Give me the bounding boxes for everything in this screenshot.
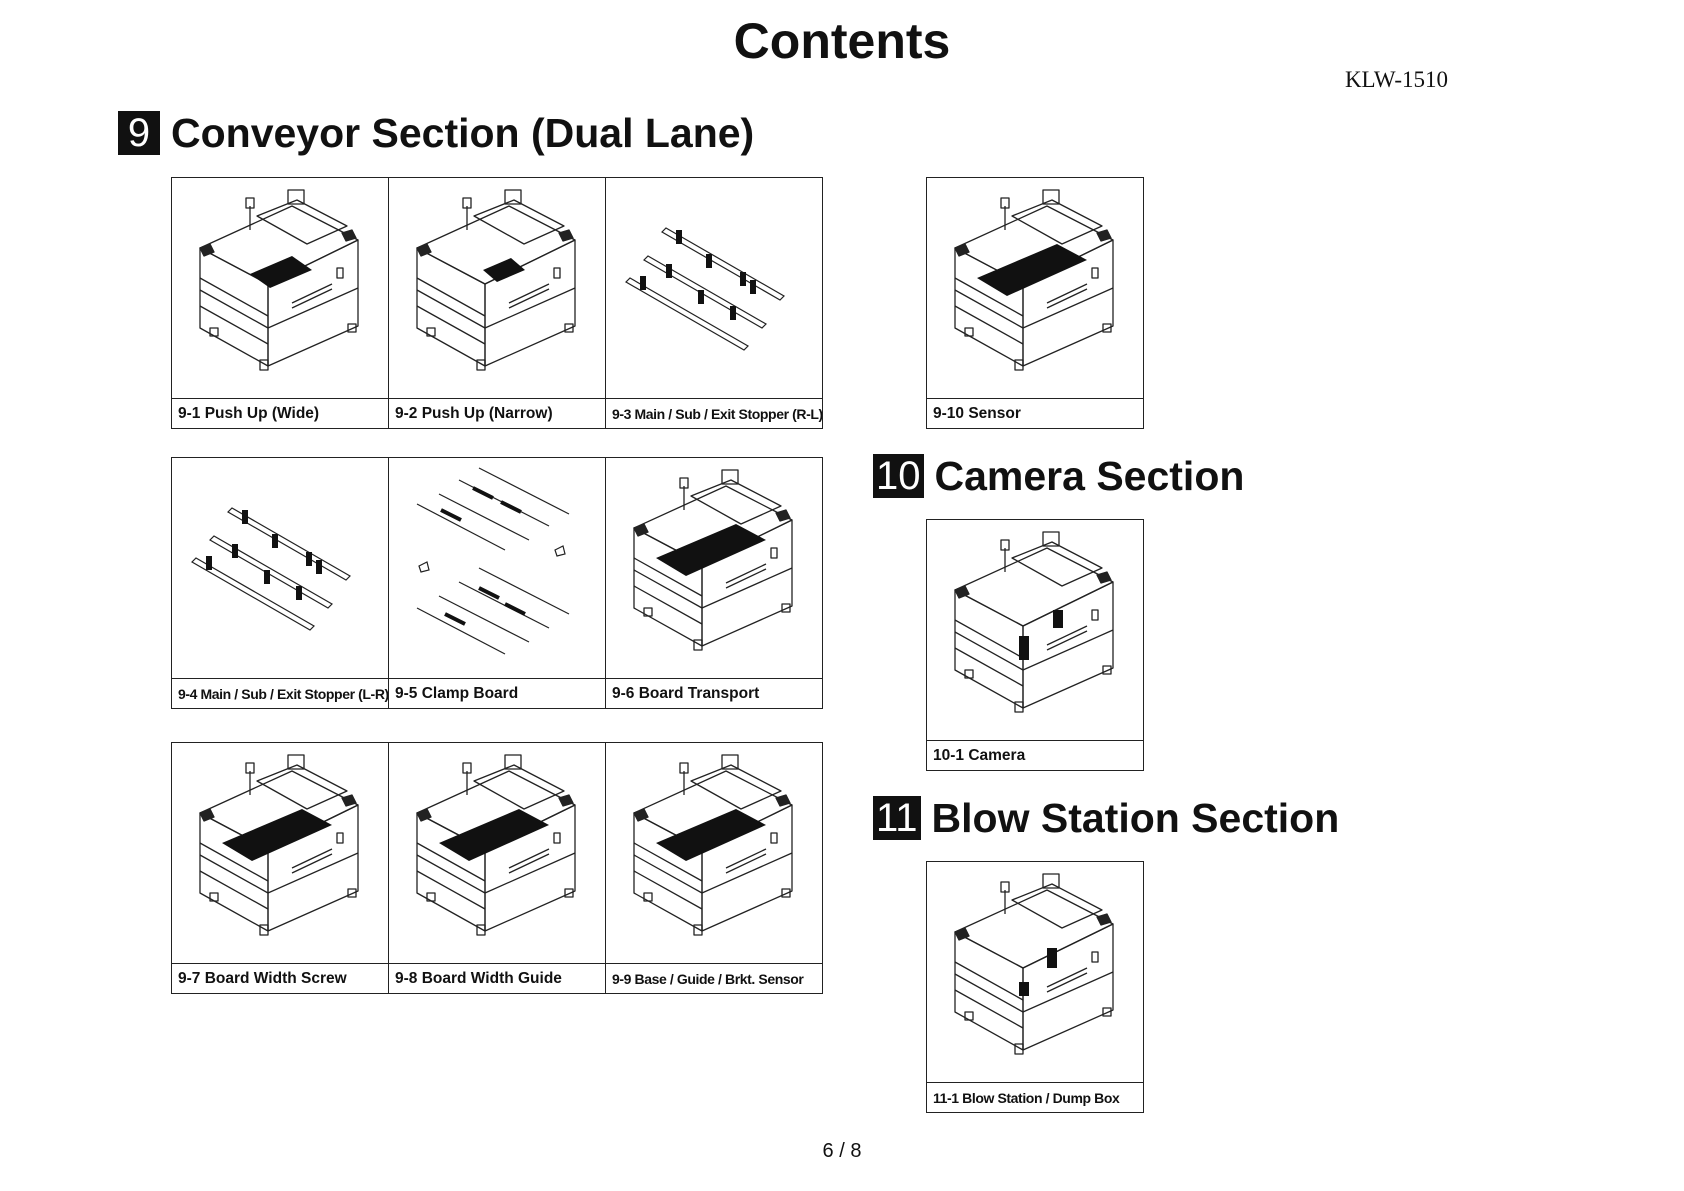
- item-caption: 11-1 Blow Station / Dump Box: [927, 1082, 1143, 1112]
- item-cell[interactable]: 9-6 Board Transport: [606, 458, 822, 708]
- item-caption: 9-8 Board Width Guide: [389, 963, 605, 993]
- item-cell[interactable]: 11-1 Blow Station / Dump Box: [927, 862, 1143, 1112]
- item-cell[interactable]: 10-1 Camera: [927, 520, 1143, 770]
- item-cell[interactable]: 9-4 Main / Sub / Exit Stopper (L-R): [172, 458, 389, 708]
- item-caption: 9-10 Sensor: [927, 398, 1143, 428]
- item-cell[interactable]: 9-7 Board Width Screw: [172, 743, 389, 993]
- section-heading-11: 11 Blow Station Section: [873, 794, 1340, 841]
- item-cell[interactable]: 9-1 Push Up (Wide): [172, 178, 389, 428]
- machine-board-width-screw-icon: [172, 743, 388, 962]
- machine-push-up-narrow-icon: [389, 178, 605, 397]
- section-heading-9: 9 Conveyor Section (Dual Lane): [118, 109, 755, 156]
- item-cell[interactable]: 9-3 Main / Sub / Exit Stopper (R-L): [606, 178, 822, 428]
- section-title: Conveyor Section (Dual Lane): [171, 109, 755, 156]
- section-number: 9: [118, 111, 160, 155]
- machine-base-guide-icon: [606, 743, 822, 962]
- item-grid-row-1: 9-1 Push Up (Wide) 9-2 Push Up (Narrow) …: [171, 177, 823, 429]
- item-caption: 9-2 Push Up (Narrow): [389, 398, 605, 428]
- item-caption: 9-6 Board Transport: [606, 678, 822, 708]
- section-title: Blow Station Section: [931, 794, 1340, 841]
- item-cell[interactable]: 9-8 Board Width Guide: [389, 743, 606, 993]
- clamp-board-icon: [389, 458, 605, 677]
- item-grid-blow-station: 11-1 Blow Station / Dump Box: [926, 861, 1144, 1113]
- machine-camera-icon: [927, 520, 1143, 739]
- machine-push-up-wide-icon: [172, 178, 388, 397]
- item-caption: 10-1 Camera: [927, 740, 1143, 770]
- item-caption: 9-9 Base / Guide / Brkt. Sensor: [606, 963, 822, 993]
- section-number: 11: [873, 796, 921, 840]
- item-caption: 9-4 Main / Sub / Exit Stopper (L-R): [172, 678, 388, 708]
- section-heading-10: 10 Camera Section: [873, 452, 1245, 499]
- section-number: 10: [873, 454, 924, 498]
- item-caption: 9-3 Main / Sub / Exit Stopper (R-L): [606, 398, 822, 428]
- item-grid-camera: 10-1 Camera: [926, 519, 1144, 771]
- item-caption: 9-1 Push Up (Wide): [172, 398, 388, 428]
- model-number: KLW-1510: [1344, 67, 1448, 92]
- item-cell[interactable]: 9-5 Clamp Board: [389, 458, 606, 708]
- stopper-rails-icon: [172, 458, 388, 677]
- item-grid-row-3: 9-7 Board Width Screw 9-8 Board Width Gu…: [171, 742, 823, 994]
- page-number: 6 / 8: [822, 1140, 862, 1162]
- section-title: Camera Section: [934, 452, 1245, 499]
- stopper-rails-icon: [606, 178, 822, 397]
- machine-sensor-icon: [927, 178, 1143, 397]
- item-grid-sensor: 9-10 Sensor: [926, 177, 1144, 429]
- machine-board-transport-icon: [606, 458, 822, 677]
- item-cell[interactable]: 9-9 Base / Guide / Brkt. Sensor: [606, 743, 822, 993]
- item-cell[interactable]: 9-10 Sensor: [927, 178, 1143, 428]
- item-cell[interactable]: 9-2 Push Up (Narrow): [389, 178, 606, 428]
- page-title: Contents: [733, 13, 951, 69]
- machine-board-width-guide-icon: [389, 743, 605, 962]
- item-caption: 9-5 Clamp Board: [389, 678, 605, 708]
- item-grid-row-2: 9-4 Main / Sub / Exit Stopper (L-R) 9-5 …: [171, 457, 823, 709]
- item-caption: 9-7 Board Width Screw: [172, 963, 388, 993]
- machine-blow-station-icon: [927, 862, 1143, 1081]
